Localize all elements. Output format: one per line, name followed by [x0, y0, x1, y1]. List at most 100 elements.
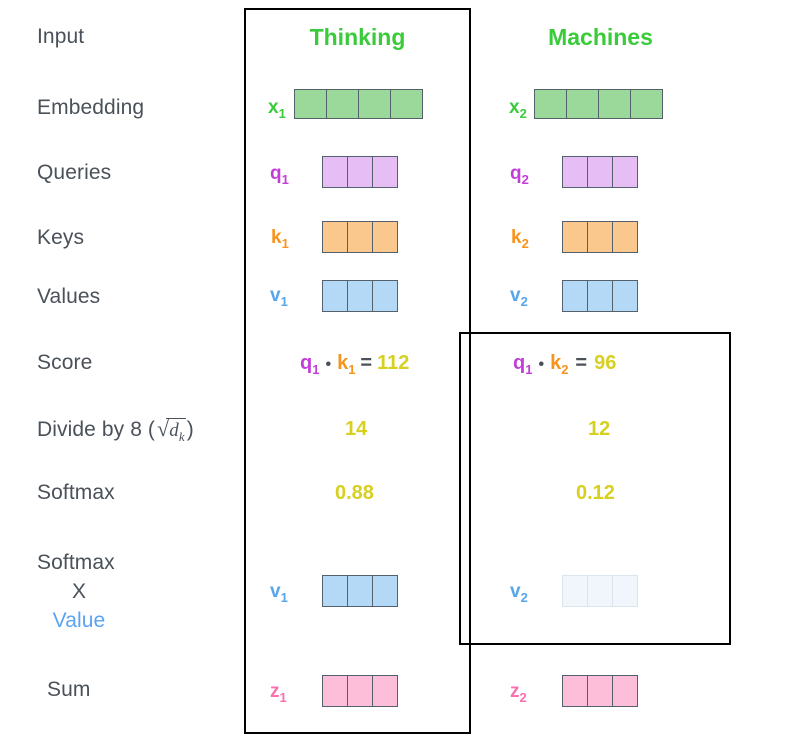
weighted-v2-subscript: 2 — [520, 589, 528, 605]
sum-cell — [587, 675, 613, 707]
value-cell — [347, 280, 373, 312]
k2-subscript: 2 — [521, 235, 529, 251]
equals-sign: = — [360, 352, 373, 374]
z1-letter: z — [270, 681, 280, 702]
value-cell — [562, 280, 588, 312]
sum-text: Sum — [47, 678, 91, 701]
key-cell — [562, 221, 588, 253]
z2-letter: z — [510, 681, 520, 702]
value-line: Value — [52, 609, 106, 632]
score-k-letter: k — [550, 352, 562, 374]
score-value: 96 — [594, 352, 617, 374]
score-q-subscript: 1 — [525, 362, 533, 377]
vector-label-k2: k2 — [511, 227, 529, 251]
k1-letter: k — [271, 227, 282, 248]
embedding-boxes-x1 — [294, 89, 423, 119]
v1-letter: v — [270, 285, 281, 306]
word-header-machines: Machines — [548, 24, 653, 50]
key-cell — [372, 221, 398, 253]
score-q-letter: q — [300, 352, 313, 374]
query-cell — [347, 156, 373, 188]
times-line: X — [71, 580, 87, 603]
weighted-value-boxes-v1 — [322, 575, 398, 607]
sum-boxes-z2 — [562, 675, 638, 707]
sum-cell — [612, 675, 638, 707]
score-q-subscript: 1 — [312, 362, 320, 377]
query-cell — [612, 156, 638, 188]
query-cell — [372, 156, 398, 188]
query-boxes-q1 — [322, 156, 398, 188]
divide-prefix-text: Divide by 8 ( — [37, 418, 156, 441]
weighted-value-cell — [372, 575, 398, 607]
sqrt-dk-math: √dk — [155, 416, 187, 445]
weighted-value-boxes-v2 — [562, 575, 638, 607]
weighted-value-cell — [587, 575, 613, 607]
radical-bar — [166, 418, 186, 419]
weighted-value-cell — [347, 575, 373, 607]
row-label-keys: Keys — [37, 226, 85, 249]
v2-subscript: 2 — [520, 293, 528, 309]
key-boxes-k2 — [562, 221, 638, 253]
x1-letter: x — [268, 97, 279, 118]
divide-suffix-text: ) — [186, 418, 194, 441]
embedding-cell — [566, 89, 599, 119]
row-label-sum: Sum — [47, 678, 90, 702]
key-cell — [587, 221, 613, 253]
row-label-embedding: Embedding — [37, 96, 145, 119]
weighted-v1-subscript: 1 — [280, 589, 288, 605]
embedding-cell — [598, 89, 631, 119]
z1-subscript: 1 — [279, 689, 287, 705]
sum-cell — [347, 675, 373, 707]
score-k-letter: k — [337, 352, 349, 374]
weighted-value-label-v1: v1 — [270, 581, 288, 605]
weighted-value-cell — [562, 575, 588, 607]
vector-label-v2: v2 — [510, 285, 528, 309]
embedding-cell — [390, 89, 423, 119]
weighted-value-cell — [612, 575, 638, 607]
value-boxes-v2 — [562, 280, 638, 312]
vector-label-q1: q1 — [270, 163, 289, 187]
dot-product-icon: • — [325, 356, 332, 373]
dot-product-icon: • — [538, 356, 545, 373]
row-label-input: Input — [37, 25, 85, 48]
sum-cell — [322, 675, 348, 707]
x1-subscript: 1 — [278, 105, 286, 121]
query-cell — [587, 156, 613, 188]
value-cell — [587, 280, 613, 312]
softmax-value-col1: 0.88 — [335, 482, 374, 504]
value-cell — [372, 280, 398, 312]
d-symbol: d — [169, 420, 179, 441]
query-boxes-q2 — [562, 156, 638, 188]
embedding-cell — [326, 89, 359, 119]
divided-value-col2: 12 — [588, 418, 611, 440]
row-label-softmax-x-value: Softmax X Value — [37, 548, 121, 635]
vector-label-x1: x1 — [268, 97, 286, 121]
row-label-softmax: Softmax — [37, 481, 115, 504]
radical-sign: √ — [157, 416, 170, 441]
sum-cell — [562, 675, 588, 707]
score-q-letter: q — [513, 352, 526, 374]
q2-subscript: 2 — [521, 171, 529, 187]
vector-label-x2: x2 — [509, 97, 527, 121]
embedding-cell — [358, 89, 391, 119]
row-label-queries: Queries — [37, 161, 112, 184]
key-cell — [612, 221, 638, 253]
row-label-values: Values — [37, 285, 101, 308]
attention-outline-right-edge — [459, 332, 461, 645]
value-boxes-v1 — [322, 280, 398, 312]
vector-label-v1: v1 — [270, 285, 288, 309]
embedding-cell — [534, 89, 567, 119]
q1-letter: q — [270, 163, 282, 184]
key-boxes-k1 — [322, 221, 398, 253]
weighted-value-label-v2: v2 — [510, 581, 528, 605]
x2-letter: x — [509, 97, 520, 118]
row-label-score: Score — [37, 351, 93, 374]
divided-value-col1: 14 — [345, 418, 368, 440]
query-cell — [562, 156, 588, 188]
z2-subscript: 2 — [519, 689, 527, 705]
k1-subscript: 1 — [281, 235, 289, 251]
k2-letter: k — [511, 227, 522, 248]
vector-label-k1: k1 — [271, 227, 289, 251]
word-header-thinking: Thinking — [309, 24, 406, 50]
embedding-boxes-x2 — [534, 89, 663, 119]
